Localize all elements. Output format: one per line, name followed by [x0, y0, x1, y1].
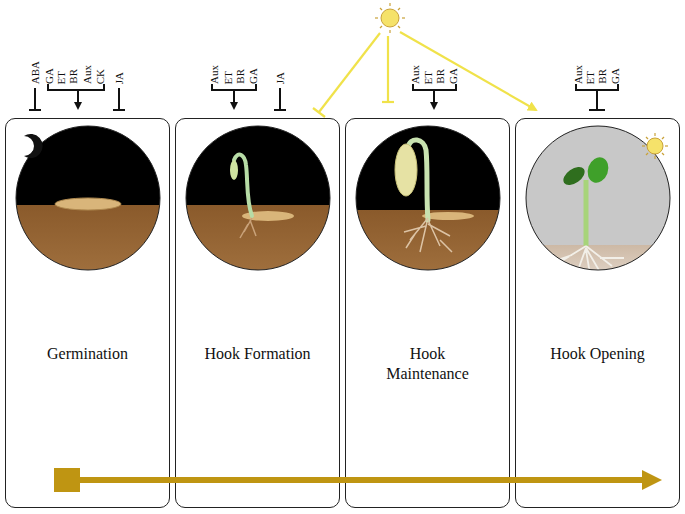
hormone-label: GA — [247, 68, 259, 84]
hormone-label: BR — [596, 69, 608, 84]
hormone-label: ET — [584, 71, 596, 84]
hormone-label: GA — [43, 68, 55, 84]
hormone-label: JA — [274, 72, 286, 84]
hormone-label: Aux — [572, 65, 584, 84]
stage-panel: Hook Opening — [515, 118, 680, 508]
hormone-label: GA — [447, 68, 459, 84]
hormone-label: Aux — [81, 65, 93, 84]
hormone-label: ET — [422, 71, 434, 84]
sun-symbol — [375, 3, 405, 33]
hormone-label: CK — [94, 69, 106, 84]
stage-panel: Hook Maintenance — [345, 118, 510, 508]
hormone-label: Aux — [208, 65, 220, 84]
hormone-label: GA — [609, 68, 621, 84]
hormone-label: ET — [222, 71, 234, 84]
stage-title: Hook Maintenance — [373, 344, 483, 384]
hormone-label: JA — [113, 72, 125, 84]
light-signal — [313, 32, 536, 117]
hormone-label: BR — [234, 69, 246, 84]
hormone-label: ET — [55, 71, 67, 84]
hormone-label: BR — [434, 69, 446, 84]
hormone-label: Aux — [409, 65, 421, 84]
stage-title: Hook Opening — [523, 344, 673, 364]
stage-title: Hook Formation — [183, 344, 333, 364]
hormone-bracket — [29, 84, 618, 110]
hormone-label: ABA — [29, 61, 41, 84]
hormone-label: BR — [67, 69, 79, 84]
stage-title: Germination — [13, 344, 163, 364]
stage-panel: Hook Formation — [175, 118, 340, 508]
stage-panel: Germination — [5, 118, 170, 508]
